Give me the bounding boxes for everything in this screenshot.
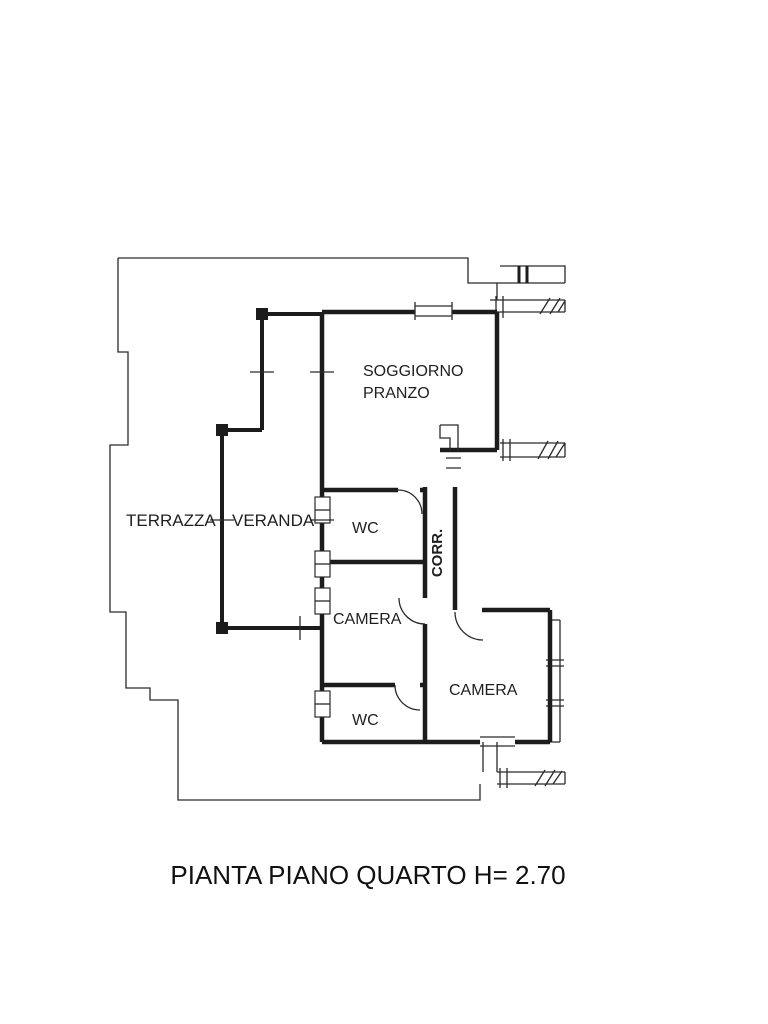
soggiorno-step — [439, 424, 459, 450]
room-label-corridor: CORR. — [429, 529, 446, 577]
veranda-facing-windows — [314, 496, 331, 718]
room-label-camera-right: CAMERA — [449, 682, 518, 699]
soggiorno-window — [414, 302, 453, 320]
room-label-camera-left: CAMERA — [333, 611, 402, 628]
room-label-wc-bottom: WC — [352, 712, 379, 729]
camera-right-railing — [546, 619, 564, 743]
apartment-walls — [319, 309, 553, 745]
outer-outline — [109, 257, 565, 801]
veranda-walls — [216, 308, 322, 634]
bottom-balcony-railing — [480, 736, 566, 788]
room-label-soggiorno-line2: PRANZO — [363, 385, 430, 402]
plan-title: PIANTA PIANO QUARTO H= 2.70 — [170, 860, 565, 890]
room-label-terrazza: TERRAZZA — [126, 511, 216, 530]
top-balcony-railing — [490, 265, 566, 318]
room-label-wc-top: WC — [352, 520, 379, 537]
dimension-ticks — [210, 371, 334, 640]
door-arcs — [394, 489, 484, 711]
right-window-railing — [500, 439, 566, 461]
room-label-soggiorno-line1: SOGGIORNO — [363, 363, 463, 380]
corridor-door-symbol — [446, 457, 461, 469]
room-label-veranda: VERANDA — [232, 511, 315, 530]
